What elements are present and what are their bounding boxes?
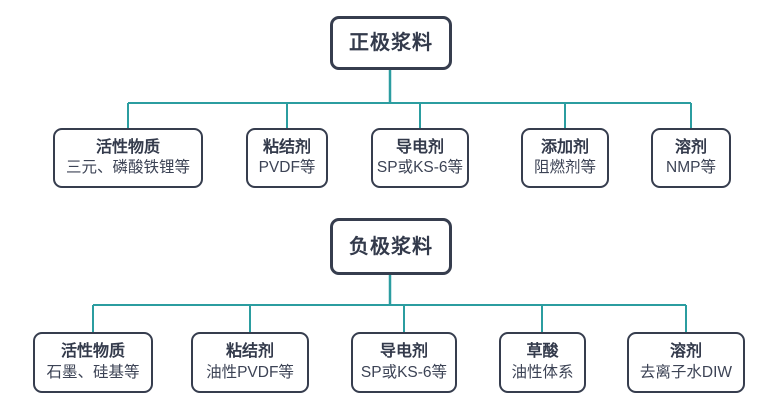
node-title: 活性物质 [60, 343, 125, 361]
child-node-active-material: 活性物质 石墨、硅基等 [33, 332, 153, 393]
root-node-positive-slurry: 正极浆料 [330, 16, 452, 70]
root-node-label: 负极浆料 [349, 235, 433, 258]
node-subtitle: 三元、磷酸铁锂等 [65, 159, 190, 177]
node-subtitle: PVDF等 [258, 159, 316, 177]
node-title: 导电剂 [395, 138, 444, 156]
node-subtitle: 阻燃剂等 [533, 159, 596, 177]
child-node-solvent: 溶剂 去离子水DIW [627, 332, 745, 393]
node-subtitle: 油性PVDF等 [206, 363, 294, 381]
child-node-solvent: 溶剂 NMP等 [651, 128, 731, 188]
child-node-additive: 添加剂 阻燃剂等 [521, 128, 609, 188]
child-node-binder: 粘结剂 油性PVDF等 [191, 332, 309, 393]
node-title: 粘结剂 [262, 138, 311, 156]
node-subtitle: 石墨、硅基等 [46, 363, 140, 381]
node-title: 导电剂 [379, 343, 428, 361]
child-node-active-material: 活性物质 三元、磷酸铁锂等 [53, 128, 203, 188]
node-subtitle: SP或KS-6等 [376, 159, 464, 177]
root-node-label: 正极浆料 [349, 32, 433, 54]
node-subtitle: 油性体系 [511, 363, 574, 381]
node-title: 活性物质 [95, 138, 160, 156]
node-subtitle: 去离子水DIW [639, 363, 733, 381]
node-title: 溶剂 [674, 138, 707, 156]
node-subtitle: NMP等 [666, 159, 716, 177]
child-node-conductive-agent: 导电剂 SP或KS-6等 [371, 128, 469, 188]
node-title: 溶剂 [669, 343, 702, 361]
child-node-oxalic-acid: 草酸 油性体系 [499, 332, 586, 393]
child-node-binder: 粘结剂 PVDF等 [246, 128, 328, 188]
node-title: 粘结剂 [225, 343, 274, 361]
child-node-conductive-agent: 导电剂 SP或KS-6等 [351, 332, 457, 393]
root-node-negative-slurry: 负极浆料 [330, 218, 452, 275]
node-subtitle: SP或KS-6等 [360, 363, 448, 381]
node-title: 添加剂 [540, 138, 589, 156]
node-title: 草酸 [526, 343, 559, 361]
